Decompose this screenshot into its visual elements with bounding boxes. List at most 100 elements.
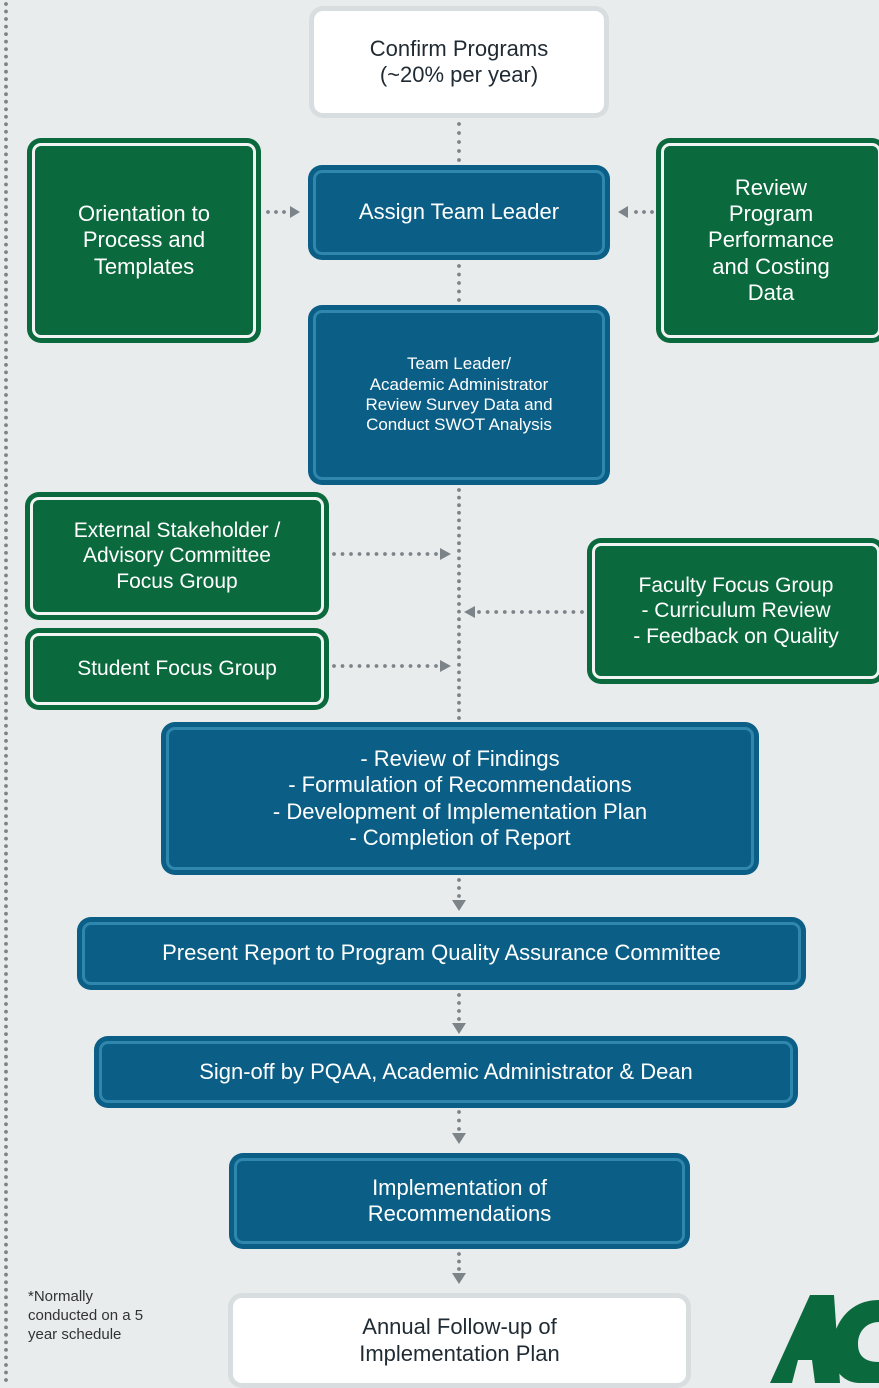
border-dot	[4, 1348, 8, 1352]
connector-dot	[520, 610, 524, 614]
border-dot	[4, 1175, 8, 1179]
border-dot	[4, 1310, 8, 1315]
spine-dot	[457, 716, 461, 720]
border-dot	[4, 483, 8, 488]
border-dot	[4, 949, 8, 954]
spine-dot	[457, 149, 461, 153]
border-dot	[4, 265, 8, 270]
border-dot	[4, 107, 8, 112]
node-student-focus-group-label: Student Focus Group	[30, 633, 324, 705]
arrow-down-2	[452, 1023, 466, 1034]
border-dot	[4, 1378, 8, 1382]
spine-dot	[457, 670, 461, 675]
side-connectors	[266, 210, 654, 668]
arrow-down-3	[452, 1133, 466, 1144]
spine-dot	[457, 1001, 461, 1005]
border-dot	[4, 851, 8, 856]
spine-dot	[457, 158, 461, 162]
border-dot	[4, 596, 8, 600]
border-dot	[4, 340, 8, 345]
node-assign-team-leader-label: Assign Team Leader	[313, 170, 605, 255]
connector-dot	[357, 552, 362, 556]
connector-dot	[434, 552, 438, 556]
border-dot	[4, 152, 8, 157]
border-dot	[4, 618, 8, 623]
connector-dot	[485, 610, 490, 614]
arrow-student-to-spine	[440, 660, 451, 672]
border-dot	[4, 295, 8, 300]
border-dot	[4, 528, 8, 533]
border-dot	[4, 844, 8, 848]
spine-dot	[457, 602, 461, 606]
border-dot	[4, 460, 8, 465]
border-dot	[4, 1227, 8, 1232]
border-dot	[4, 1355, 8, 1360]
border-dot	[4, 1370, 8, 1375]
spine-dot	[457, 556, 461, 561]
border-dot	[4, 761, 8, 766]
border-dot	[4, 197, 8, 202]
border-dot	[4, 145, 8, 149]
border-dot	[4, 1182, 8, 1187]
border-dot	[4, 1280, 8, 1285]
border-dot	[4, 24, 8, 29]
border-dot	[4, 536, 8, 540]
border-dot	[4, 1069, 8, 1074]
border-dot	[4, 1002, 8, 1006]
border-dot	[4, 829, 8, 833]
border-dot	[4, 317, 8, 322]
border-dot	[4, 1092, 8, 1097]
border-dot	[4, 701, 8, 706]
border-dot	[4, 2, 8, 6]
border-dot	[4, 566, 8, 570]
border-dot	[4, 1205, 8, 1209]
border-dot	[4, 32, 8, 36]
connector-dot	[634, 210, 638, 214]
border-dot	[4, 731, 8, 736]
spine-dot	[457, 655, 461, 660]
spine-dot	[457, 894, 461, 898]
connector-dot	[425, 664, 430, 668]
connector-dot	[349, 664, 353, 668]
border-dot	[4, 716, 8, 721]
border-dot	[4, 1333, 8, 1337]
border-dot	[4, 272, 8, 277]
spine-dot	[457, 518, 461, 523]
border-dot	[4, 791, 8, 796]
border-dot	[4, 1235, 8, 1239]
border-dot	[4, 573, 8, 578]
border-dot	[4, 408, 8, 412]
border-dot	[4, 671, 8, 676]
spine-dot	[457, 640, 461, 644]
border-dot	[4, 430, 8, 435]
border-dot	[4, 167, 8, 172]
border-dot	[4, 54, 8, 59]
border-dot	[4, 1295, 8, 1300]
border-dot	[4, 1017, 8, 1021]
node-team-leader-review: Team Leader/ Academic Administrator Revi…	[308, 305, 610, 485]
border-dot	[4, 490, 8, 495]
border-dot	[4, 1287, 8, 1292]
border-dot	[4, 1340, 8, 1345]
connector-dot	[502, 610, 507, 614]
connector-dot	[374, 664, 379, 668]
border-dot	[4, 84, 8, 89]
border-dot	[4, 498, 8, 503]
spine-dot	[457, 594, 461, 599]
border-dot	[4, 1152, 8, 1157]
border-dot	[4, 355, 8, 360]
spine-dot	[457, 488, 461, 492]
spine-dot	[457, 1110, 461, 1114]
border-dot	[4, 39, 8, 44]
border-dot	[4, 287, 8, 292]
border-dot	[4, 723, 8, 728]
border-dot	[4, 663, 8, 668]
spine-dot	[457, 503, 461, 508]
border-dot	[4, 859, 8, 864]
spine-dot	[457, 586, 461, 591]
spine-dot	[457, 678, 461, 682]
border-dot	[4, 227, 8, 232]
border-dot	[4, 874, 8, 879]
connector-dot	[332, 664, 336, 668]
